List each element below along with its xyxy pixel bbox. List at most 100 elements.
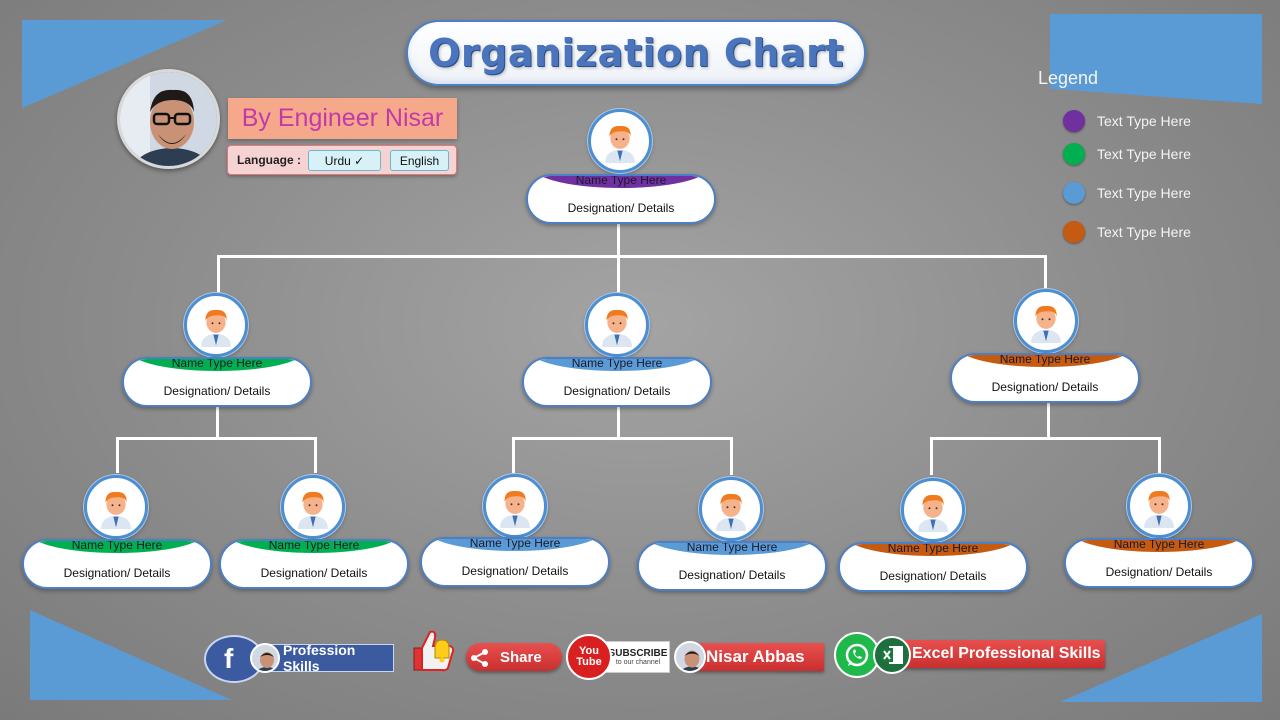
author-byline-box: By Engineer Nisar xyxy=(228,98,457,139)
org-node-level3[interactable]: Name Type Here Designation/ Details xyxy=(1064,538,1254,588)
legend-label: Text Type Here xyxy=(1097,113,1191,129)
legend-label: Text Type Here xyxy=(1097,224,1191,240)
corner-triangle-bottom-right xyxy=(1060,614,1262,702)
share-label: Share xyxy=(500,648,542,666)
node-designation: Designation/ Details xyxy=(563,384,671,398)
node-name: Name Type Here xyxy=(686,541,778,554)
corner-triangle-bottom-left xyxy=(30,610,232,700)
connector-line xyxy=(730,437,733,475)
node-name: Name Type Here xyxy=(171,357,263,370)
legend-item: Text Type Here xyxy=(1063,142,1191,166)
excel-icon xyxy=(873,636,911,674)
org-node-level3[interactable]: Name Type Here Designation/ Details xyxy=(219,539,409,589)
youtube-subscribe-link[interactable]: SUBSCRIBE to our channel You Tube xyxy=(566,634,672,680)
name-band: Name Type Here xyxy=(846,542,1020,556)
name-band: Name Type Here xyxy=(534,174,708,188)
org-node-level3[interactable]: Name Type Here Designation/ Details xyxy=(838,542,1028,592)
person-avatar-icon xyxy=(588,109,652,173)
node-name: Name Type Here xyxy=(71,539,163,552)
page-title: Organization Chart xyxy=(428,31,844,75)
node-designation: Designation/ Details xyxy=(163,384,271,398)
connector-line xyxy=(617,406,620,439)
connector-line xyxy=(217,255,220,295)
connector-line xyxy=(512,437,733,440)
like-bell-icon[interactable] xyxy=(408,628,456,674)
node-designation: Designation/ Details xyxy=(678,568,786,582)
node-name: Name Type Here xyxy=(1113,538,1205,551)
connector-line xyxy=(617,223,620,257)
person-avatar-icon xyxy=(184,293,248,357)
node-name: Name Type Here xyxy=(268,539,360,552)
person-avatar-icon xyxy=(901,478,965,542)
legend-label: Text Type Here xyxy=(1097,185,1191,201)
org-node-level3[interactable]: Name Type Here Designation/ Details xyxy=(420,537,610,587)
legend-item: Text Type Here xyxy=(1063,109,1191,133)
language-selector: Language : Urdu ✓ English xyxy=(227,145,457,175)
whatsapp-group-tab[interactable]: Excel Professional Skills xyxy=(900,640,1105,668)
channel-name: Nisar Abbas xyxy=(706,647,805,666)
legend-label: Text Type Here xyxy=(1097,146,1191,162)
connector-line xyxy=(1047,402,1050,439)
legend-dot-green xyxy=(1063,143,1085,165)
connector-line xyxy=(1044,255,1047,291)
name-band: Name Type Here xyxy=(1072,538,1246,552)
legend-item: Text Type Here xyxy=(1063,220,1191,244)
node-designation: Designation/ Details xyxy=(260,566,368,580)
facebook-label: Profession Skills xyxy=(283,642,356,674)
connector-line xyxy=(116,437,317,440)
org-node-level2[interactable]: Name Type Here Designation/ Details xyxy=(950,353,1140,403)
language-urdu-button[interactable]: Urdu ✓ xyxy=(308,150,381,171)
youtube-icon: You Tube xyxy=(566,634,612,680)
share-icon xyxy=(470,648,490,668)
legend-dot-orange xyxy=(1063,221,1085,243)
org-node-level3[interactable]: Name Type Here Designation/ Details xyxy=(22,539,212,589)
node-designation: Designation/ Details xyxy=(461,564,569,578)
facebook-label-bar: Profession Skills xyxy=(264,642,394,674)
language-english-button[interactable]: English xyxy=(390,150,449,171)
title-banner: Organization Chart xyxy=(406,20,866,86)
connector-line xyxy=(116,437,119,473)
person-avatar-icon xyxy=(84,475,148,539)
legend-title: Legend xyxy=(1038,68,1099,88)
channel-name-tab[interactable]: Nisar Abbas xyxy=(694,643,824,671)
name-band: Name Type Here xyxy=(30,539,204,553)
connector-line xyxy=(512,437,515,473)
person-avatar-icon xyxy=(1127,474,1191,538)
legend-item: Text Type Here xyxy=(1063,181,1191,205)
connector-line xyxy=(216,406,219,439)
connector-line xyxy=(1158,437,1161,473)
channel-avatar xyxy=(674,641,706,673)
subscribe-box: SUBSCRIBE to our channel xyxy=(606,641,670,673)
node-designation: Designation/ Details xyxy=(879,569,987,583)
person-avatar-icon xyxy=(483,474,547,538)
org-node-level2[interactable]: Name Type Here Designation/ Details xyxy=(122,357,312,407)
author-byline: By Engineer Nisar xyxy=(241,104,444,132)
share-button[interactable]: Share xyxy=(466,643,562,671)
node-name: Name Type Here xyxy=(469,537,561,550)
node-designation: Designation/ Details xyxy=(63,566,171,580)
whatsapp-icon[interactable] xyxy=(834,632,880,678)
connector-line xyxy=(617,255,620,295)
facebook-link[interactable]: Profession Skills f xyxy=(204,635,394,683)
org-node-level2[interactable]: Name Type Here Designation/ Details xyxy=(522,357,712,407)
name-band: Name Type Here xyxy=(130,357,304,371)
subscribe-sublabel: to our channel xyxy=(615,659,661,666)
name-band: Name Type Here xyxy=(958,353,1132,367)
author-avatar xyxy=(117,69,220,169)
name-band: Name Type Here xyxy=(428,537,602,551)
connector-line xyxy=(314,437,317,473)
name-band: Name Type Here xyxy=(645,541,819,555)
name-band: Name Type Here xyxy=(530,359,704,371)
node-name: Name Type Here xyxy=(887,542,979,555)
org-node-level3[interactable]: Name Type Here Designation/ Details xyxy=(637,541,827,591)
name-band: Name Type Here xyxy=(227,539,401,553)
connector-line xyxy=(217,255,1047,258)
person-avatar-icon xyxy=(1014,289,1078,353)
node-designation: Designation/ Details xyxy=(1105,565,1213,579)
person-avatar-icon xyxy=(585,293,649,357)
node-name: Name Type Here xyxy=(575,174,667,187)
org-node-top[interactable]: Name Type Here Designation/ Details xyxy=(526,174,716,224)
node-name: Name Type Here xyxy=(999,353,1091,366)
channel-avatar xyxy=(250,643,280,673)
node-designation: Designation/ Details xyxy=(567,201,675,215)
